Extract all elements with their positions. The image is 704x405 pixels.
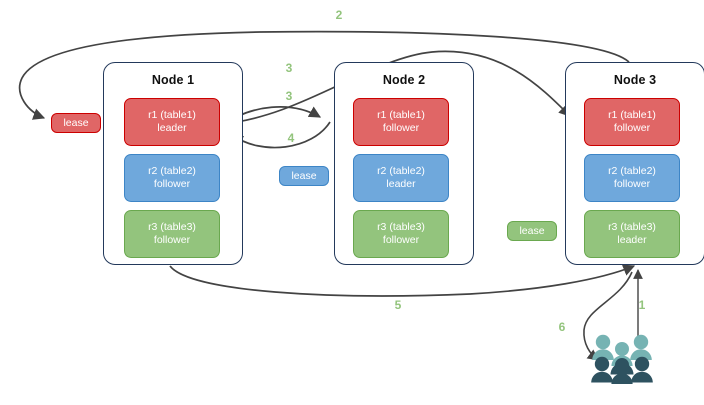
lease-pill-r2[interactable]: lease — [279, 166, 329, 186]
replica-name: r1 (table1) — [377, 109, 425, 121]
replica-name: r3 (table3) — [608, 221, 656, 233]
replica-name: r2 (table2) — [377, 165, 425, 177]
replica-node1-r3[interactable]: r3 (table3) follower — [124, 210, 220, 258]
replica-name: r1 (table1) — [608, 109, 656, 121]
replica-node3-r2[interactable]: r2 (table2) follower — [584, 154, 680, 202]
replica-node3-r3[interactable]: r3 (table3) leader — [584, 210, 680, 258]
users-icon — [591, 334, 653, 384]
step-label-1: 1 — [638, 298, 646, 312]
arrow-step-4 — [231, 121, 331, 149]
replica-node2-r1[interactable]: r1 (table1) follower — [353, 98, 449, 146]
replica-role: follower — [613, 178, 651, 190]
node-title: Node 3 — [613, 73, 657, 87]
replica-role: leader — [617, 234, 647, 246]
replica-role: leader — [157, 122, 187, 134]
replica-role: follower — [613, 122, 651, 134]
lease-pill-r3[interactable]: lease — [507, 221, 557, 241]
replica-name: r2 (table2) — [148, 165, 196, 177]
lease-label: lease — [291, 170, 317, 182]
replica-node2-r2[interactable]: r2 (table2) leader — [353, 154, 449, 202]
step-label-4: 4 — [287, 131, 295, 145]
replica-role: follower — [382, 122, 420, 134]
lease-pill-r1[interactable]: lease — [51, 113, 101, 133]
replica-node1-r1[interactable]: r1 (table1) leader — [124, 98, 220, 146]
lease-label: lease — [63, 117, 89, 129]
replica-role: follower — [153, 178, 191, 190]
step-label-6: 6 — [558, 320, 566, 334]
lease-label: lease — [519, 225, 545, 237]
replica-node2-r3[interactable]: r3 (table3) follower — [353, 210, 449, 258]
step-label-5: 5 — [394, 298, 402, 312]
step-label-3b: 3 — [285, 89, 293, 103]
replica-node1-r2[interactable]: r2 (table2) follower — [124, 154, 220, 202]
replica-role: leader — [386, 178, 416, 190]
step-label-3a: 3 — [285, 61, 293, 75]
replica-name: r2 (table2) — [608, 165, 656, 177]
replica-name: r3 (table3) — [148, 221, 196, 233]
node-title: Node 1 — [151, 73, 195, 87]
node-title: Node 2 — [382, 73, 426, 87]
step-label-2: 2 — [335, 8, 343, 22]
replica-node3-r1[interactable]: r1 (table1) follower — [584, 98, 680, 146]
replica-name: r1 (table1) — [148, 109, 196, 121]
replica-role: follower — [153, 234, 191, 246]
arrow-step-5 — [169, 264, 636, 297]
replica-role: follower — [382, 234, 420, 246]
replica-name: r3 (table3) — [377, 221, 425, 233]
